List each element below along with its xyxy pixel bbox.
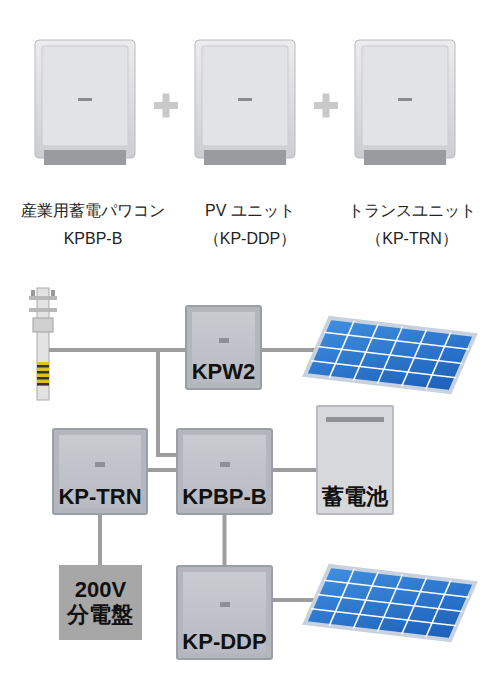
battery-vent: [326, 417, 384, 422]
plus-symbol: [314, 94, 338, 118]
device-box: KPW2: [185, 305, 262, 390]
power-wire: [49, 350, 318, 600]
product-image: [195, 40, 295, 165]
device-label: KP-DDP: [182, 630, 266, 658]
device-box: 蓄電池: [316, 405, 394, 515]
device-box: KP-DDP: [176, 565, 273, 660]
device-slot: [95, 462, 105, 467]
utility-pole: [29, 288, 57, 400]
device-box: 200V 分電盤: [59, 565, 142, 640]
wire-connector: [273, 468, 316, 472]
device-label: KPBP-B: [182, 485, 266, 513]
device-slot: [219, 338, 229, 343]
device-slot: [220, 602, 230, 607]
product-image: [35, 40, 135, 165]
solar-panel: [305, 318, 475, 392]
product-caption: トランスユニット （KP-TRN）: [337, 197, 487, 253]
wire-connector: [223, 515, 227, 565]
wire-connector: [98, 515, 102, 565]
product-image: [355, 40, 455, 165]
device-slot: [220, 462, 230, 467]
device-label: KP-TRN: [58, 485, 141, 513]
device-label: 200V 分電盤: [65, 578, 135, 626]
device-box: KP-TRN: [52, 428, 148, 515]
plus-symbol: [154, 94, 178, 118]
wire-connector: [148, 468, 176, 472]
device-label: KPW2: [192, 360, 256, 388]
product-caption: 産業用蓄電パワコン KPBP-B: [8, 197, 178, 253]
product-caption: PV ユニット （KP-DDP）: [190, 197, 310, 253]
solar-panel: [305, 566, 475, 640]
device-box: KPBP-B: [176, 428, 273, 515]
device-label: 蓄電池: [322, 485, 388, 513]
